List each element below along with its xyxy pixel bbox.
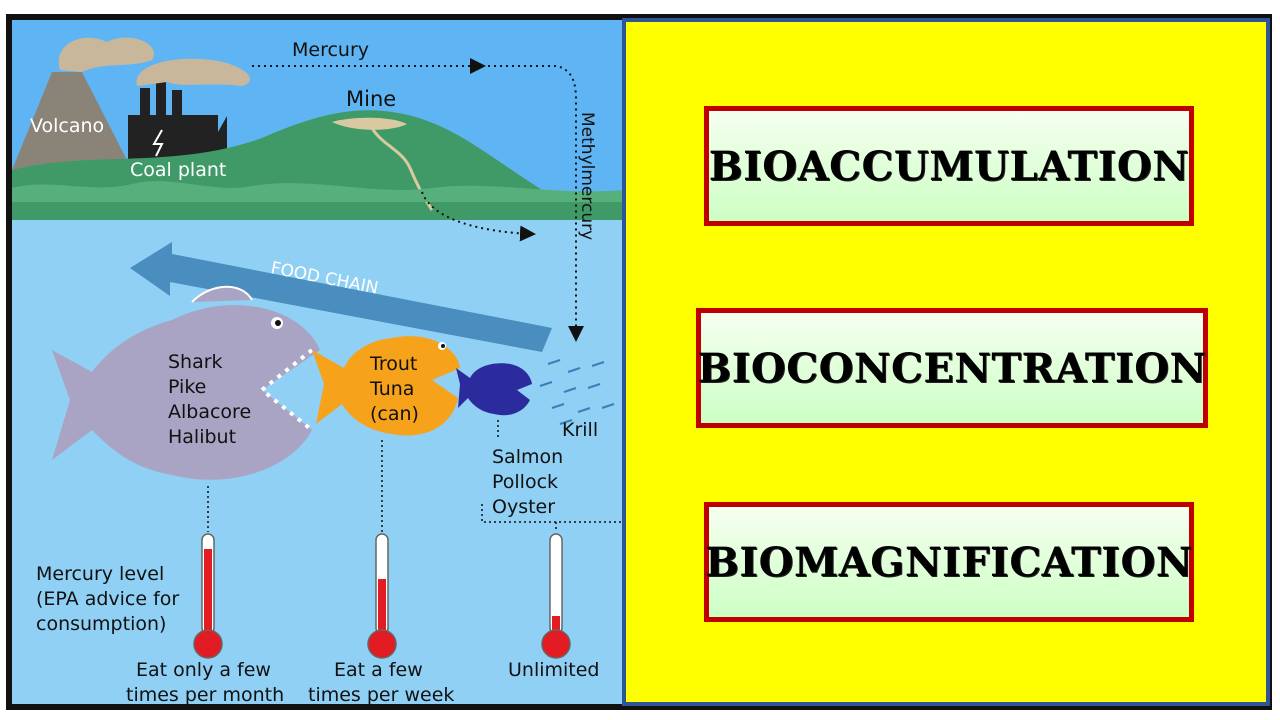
predator-fish-icon <box>52 285 320 480</box>
small-name-2: Pollock <box>492 471 558 493</box>
advice-small-1: Unlimited <box>508 659 600 681</box>
predator-name-1: Shark <box>168 351 223 373</box>
label-mine: Mine <box>346 87 396 111</box>
term-box-biomagnification: BIOMAGNIFICATION <box>704 502 1194 622</box>
advice-predator-1: Eat only a few <box>136 659 271 681</box>
krill-icon <box>539 359 615 425</box>
thermometer-bulb <box>541 629 571 659</box>
label-krill: Krill <box>562 419 598 441</box>
mercury-food-chain-diagram: Volcano Coal plant Mercury Mine Methylme… <box>12 20 624 704</box>
predator-name-3: Albacore <box>168 401 251 423</box>
thermometer-level <box>204 549 212 634</box>
thermometer-level <box>378 579 386 634</box>
term-biomagnification: BIOMAGNIFICATION <box>705 538 1193 586</box>
label-mercury-level-1: Mercury level <box>36 563 164 585</box>
food-chain-arrow <box>130 242 552 352</box>
label-volcano: Volcano <box>30 115 104 137</box>
volcano-shape <box>12 72 132 170</box>
label-methylmercury: Methylmercury <box>577 112 597 240</box>
volcano-smoke <box>58 37 154 72</box>
thermometer-bulb <box>367 629 397 659</box>
small-fish-icon <box>456 363 532 416</box>
connector-small <box>481 420 624 532</box>
label-coal-plant: Coal plant <box>130 159 226 181</box>
label-mercury: Mercury <box>292 39 369 61</box>
mid-fish-icon <box>312 336 460 436</box>
mercury-level-thermometers <box>193 533 571 659</box>
thermometer-bulb <box>193 629 223 659</box>
mid-name-2: Tuna <box>369 378 414 400</box>
label-mercury-level-3: consumption) <box>36 613 166 635</box>
advice-predator-2: times per month <box>126 684 284 704</box>
small-name-3: Oyster <box>492 496 555 518</box>
predator-name-2: Pike <box>168 376 206 398</box>
advice-mid-2: times per week <box>308 684 454 704</box>
term-bioaccumulation: BIOACCUMULATION <box>708 142 1190 190</box>
term-box-bioconcentration: BIOCONCENTRATION <box>696 308 1208 428</box>
term-bioconcentration: BIOCONCENTRATION <box>697 344 1207 392</box>
term-box-bioaccumulation: BIOACCUMULATION <box>704 106 1194 226</box>
mid-name-1: Trout <box>369 353 417 375</box>
shore-wave <box>12 181 624 202</box>
small-name-1: Salmon <box>492 446 563 468</box>
mine-pit <box>332 117 407 130</box>
label-mercury-level-2: (EPA advice for <box>36 588 179 610</box>
predator-name-4: Halibut <box>168 426 236 448</box>
thermometer-level <box>552 616 560 634</box>
advice-mid-1: Eat a few <box>334 659 423 681</box>
mid-name-3: (can) <box>370 403 419 425</box>
terms-panel: BIOACCUMULATION BIOCONCENTRATION BIOMAGN… <box>622 18 1270 706</box>
